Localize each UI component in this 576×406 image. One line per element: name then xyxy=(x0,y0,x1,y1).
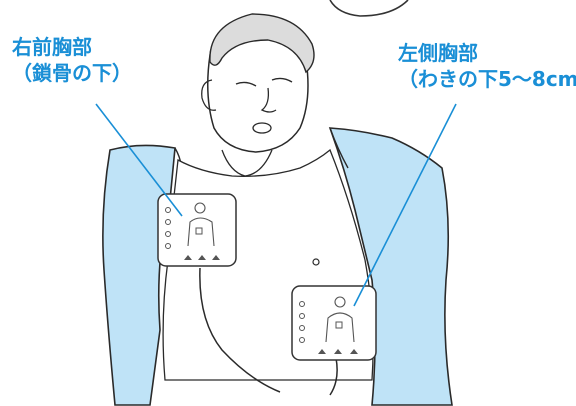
aed-pad-placement-icon xyxy=(299,296,355,343)
label-right-chest: 右前胸部 （鎖骨の下） xyxy=(12,34,132,86)
open-mouth xyxy=(252,122,272,134)
closed-eye-left xyxy=(271,77,293,83)
label-right-chest-title: 右前胸部 xyxy=(12,35,92,59)
leader-line-right-chest xyxy=(95,103,183,217)
nose xyxy=(260,87,277,113)
aed-pad-right-chest xyxy=(157,193,237,267)
up-arrow-icon xyxy=(184,255,220,260)
pad-body xyxy=(291,285,377,361)
hair xyxy=(209,13,315,74)
closed-eye-right xyxy=(235,81,257,87)
ear xyxy=(201,79,217,111)
shirt-left-panel xyxy=(102,144,176,406)
pad-body xyxy=(157,193,237,267)
label-right-chest-subtitle: （鎖骨の下） xyxy=(12,61,132,85)
shirt-right-panel xyxy=(328,127,453,406)
label-left-chest-title: 左側胸部 xyxy=(398,41,478,65)
up-arrow-icon xyxy=(318,349,358,354)
leader-line-left-chest xyxy=(353,103,457,307)
shirt-collar-right xyxy=(329,127,349,169)
label-left-chest: 左側胸部 （わきの下5～8cm） xyxy=(398,40,576,92)
speech-bubble-fragment xyxy=(329,0,409,17)
neck xyxy=(221,149,273,177)
nipple-left xyxy=(312,258,320,266)
aed-pad-left-chest xyxy=(291,285,377,361)
pad-cable-right xyxy=(199,267,281,393)
label-left-chest-subtitle: （わきの下5～8cm） xyxy=(398,67,576,91)
pad-cable-left xyxy=(329,357,338,396)
aed-pad-placement-icon xyxy=(165,202,215,249)
